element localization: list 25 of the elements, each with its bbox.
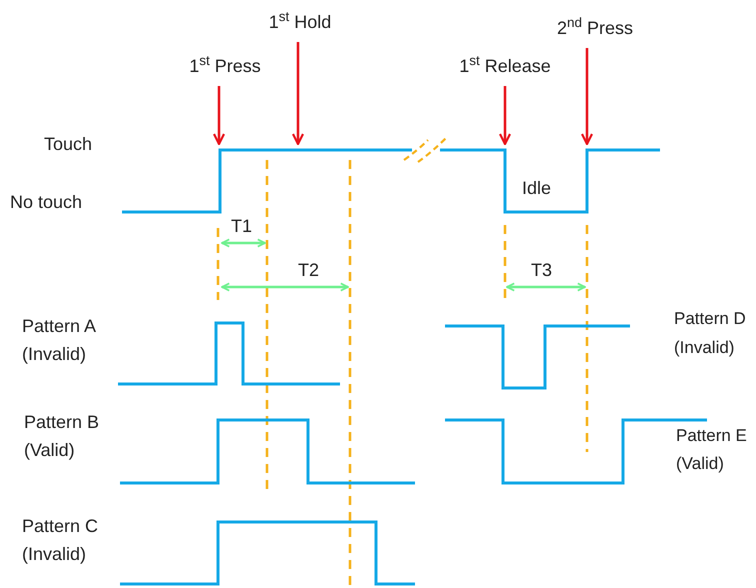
pattern-label: (Invalid) — [22, 343, 86, 366]
pattern-label: (Valid) — [24, 439, 75, 462]
event-label: 1$^{st}$ Hold — [268, 10, 332, 34]
event-label: 1$^{st}$ Release — [459, 54, 551, 78]
pattern-label: Pattern B — [24, 411, 100, 434]
pattern-label: Pattern C — [22, 515, 98, 538]
pattern-label: Pattern D — [674, 308, 746, 330]
state-label: No touch — [10, 191, 82, 214]
arrow — [580, 48, 594, 146]
pattern-label: Pattern A — [22, 315, 96, 338]
pattern-label: (Invalid) — [22, 543, 86, 566]
event-label: 1$^{st}$ Press — [189, 54, 261, 78]
pattern-label: Pattern E — [676, 425, 747, 447]
arrow — [498, 86, 512, 146]
interval-label: T2 — [298, 259, 320, 282]
arrow — [292, 42, 304, 146]
arrow — [212, 86, 226, 146]
pattern-label: (Valid) — [676, 453, 724, 475]
interval-label: T3 — [531, 259, 552, 282]
pattern-label: (Invalid) — [674, 337, 734, 359]
state-label: Idle — [522, 177, 552, 200]
interval-label: T1 — [231, 215, 252, 238]
touch-waveform — [120, 148, 662, 214]
event-label: 2$^{nd}$ Press — [556, 16, 634, 40]
state-label: Touch — [44, 133, 92, 156]
